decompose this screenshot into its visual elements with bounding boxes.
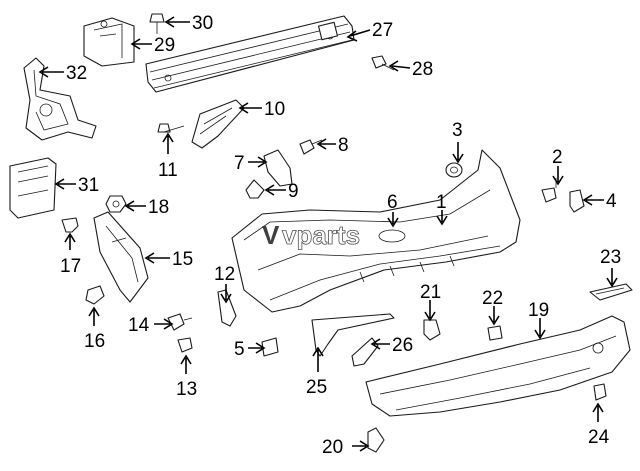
callout-1: 1 bbox=[436, 192, 447, 213]
callout-22: 22 bbox=[482, 288, 503, 309]
parts-artwork bbox=[9, 13, 633, 453]
module-31-part bbox=[9, 157, 57, 219]
clip-16-part bbox=[85, 285, 105, 305]
callout-31: 31 bbox=[78, 175, 99, 196]
watermark-mark: V bbox=[262, 220, 280, 250]
callout-32: 32 bbox=[66, 63, 87, 84]
bolt-13-part bbox=[177, 337, 193, 353]
bumper-cover-1-part bbox=[231, 149, 521, 313]
bolt-14-part bbox=[167, 313, 193, 331]
callout-15: 15 bbox=[172, 249, 193, 270]
bolt-11-part bbox=[157, 123, 185, 133]
nut-18-part bbox=[105, 195, 127, 213]
watermark-text: vparts bbox=[282, 220, 360, 250]
garnish-25-part bbox=[311, 313, 395, 357]
reinforcement-beam-part bbox=[145, 15, 355, 93]
clip-9-part bbox=[245, 179, 265, 199]
leader-arrows bbox=[38, 16, 618, 452]
pad-5-part bbox=[261, 337, 279, 357]
callout-27: 27 bbox=[372, 20, 393, 41]
callout-5: 5 bbox=[234, 339, 245, 360]
callout-7: 7 bbox=[234, 153, 245, 174]
callout-8: 8 bbox=[338, 135, 349, 156]
clip-20-part bbox=[367, 427, 385, 453]
reflector-23-part bbox=[589, 283, 633, 301]
callout-17: 17 bbox=[60, 256, 81, 277]
grommet-3-part bbox=[445, 162, 463, 178]
bolt-2-part bbox=[541, 178, 557, 203]
callout-2: 2 bbox=[552, 147, 563, 168]
callout-28: 28 bbox=[412, 59, 433, 80]
bracket-32-part bbox=[23, 57, 97, 141]
callout-16: 16 bbox=[84, 331, 105, 352]
cover-24-part bbox=[593, 383, 607, 401]
callout-23: 23 bbox=[600, 247, 621, 268]
clip-21-part bbox=[423, 319, 441, 341]
bolt-30-part bbox=[149, 13, 165, 34]
cover-4-part bbox=[569, 189, 585, 213]
callout-11: 11 bbox=[158, 160, 178, 181]
watermark: V vparts bbox=[262, 220, 360, 251]
callout-13: 13 bbox=[176, 379, 197, 400]
callout-9: 9 bbox=[288, 181, 299, 202]
callout-19: 19 bbox=[528, 300, 549, 321]
callout-14: 14 bbox=[128, 315, 150, 336]
callout-29: 29 bbox=[154, 35, 175, 56]
pad-22-part bbox=[487, 325, 503, 341]
lower-panel-19-part bbox=[365, 315, 631, 417]
reflector-26-part bbox=[351, 337, 379, 367]
callout-26: 26 bbox=[392, 335, 413, 356]
callout-numbers: 30 27 29 28 32 10 11 8 3 7 9 2 4 1 6 31 … bbox=[60, 13, 621, 458]
bracket-7-part bbox=[263, 149, 293, 187]
absorber-10-part bbox=[191, 99, 245, 149]
callout-10: 10 bbox=[264, 99, 285, 120]
clip-17-part bbox=[61, 217, 79, 233]
bracket-15-part bbox=[93, 211, 149, 303]
callout-21: 21 bbox=[420, 282, 441, 303]
callout-20: 20 bbox=[322, 437, 343, 458]
callout-24: 24 bbox=[588, 427, 610, 448]
bracket-12-part bbox=[217, 289, 237, 327]
callout-18: 18 bbox=[148, 197, 169, 218]
callout-3: 3 bbox=[452, 120, 463, 141]
callout-6: 6 bbox=[387, 192, 398, 213]
bolt-8-part bbox=[299, 139, 323, 155]
callout-30: 30 bbox=[192, 13, 213, 34]
callout-4: 4 bbox=[606, 191, 617, 212]
callout-25: 25 bbox=[306, 377, 327, 398]
bracket-29-part bbox=[83, 17, 135, 67]
bolt-28-part bbox=[371, 55, 395, 71]
callout-12: 12 bbox=[214, 264, 235, 285]
